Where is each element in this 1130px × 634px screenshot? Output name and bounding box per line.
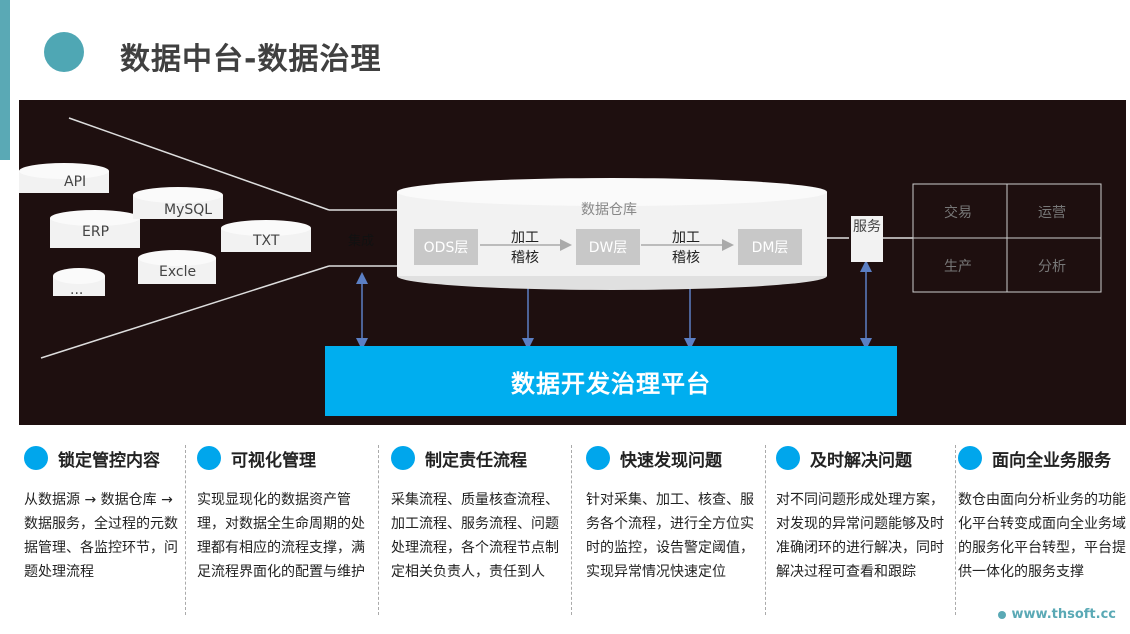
- title-dot-icon: [44, 32, 84, 72]
- bullet-dot-icon: [958, 446, 982, 470]
- column-title: 可视化管理: [231, 450, 316, 471]
- column-responsibility-process: 制定责任流程 采集流程、质量核查流程、加工流程、服务流程、问题处理流程，各个流程…: [391, 444, 565, 624]
- dw-layer: DW层: [576, 229, 640, 265]
- column-text: 数仓由面向分析业务的功能化平台转变成面向全业务域的服务化平台转型，平台提供一体化…: [958, 492, 1126, 580]
- bullet-dot-icon: [776, 446, 800, 470]
- bullet-dot-icon: [197, 446, 221, 470]
- process-1-line-2: 稽核: [511, 250, 539, 266]
- output-production: 生产: [944, 259, 972, 275]
- column-text: 实现显现化的数据资产管理，对数据全生命周期的处理都有相应的流程支撑，满足流程界面…: [197, 492, 365, 580]
- process-2-line-1: 加工: [672, 230, 700, 246]
- process-2-line-2: 稽核: [672, 250, 700, 266]
- architecture-diagram: API MySQL ERP TXT Excle ... 集成 数据仓库 ODS层…: [19, 100, 1126, 425]
- footer-dot-icon: [997, 610, 1006, 619]
- column-divider: [955, 445, 956, 615]
- source-txt: TXT: [253, 233, 280, 249]
- column-title: 快速发现问题: [620, 450, 722, 471]
- ods-layer: ODS层: [414, 229, 478, 265]
- source-erp: ERP: [82, 224, 110, 240]
- process-1: 加工 稽核: [501, 228, 549, 268]
- corner-accent-bar: [0, 0, 10, 160]
- column-text: 针对采集、加工、核查、服务各个流程，进行全方位实时的监控，设告警定阈值，实现异常…: [586, 492, 754, 580]
- column-text: 对不同问题形成处理方案，对发现的异常问题能够及时准确闭环的进行解决，同时解决过程…: [776, 492, 944, 580]
- column-divider: [378, 445, 379, 615]
- dm-layer: DM层: [738, 229, 802, 265]
- column-title: 制定责任流程: [425, 450, 527, 471]
- column-title: 锁定管控内容: [58, 450, 160, 471]
- source-mysql: MySQL: [164, 202, 213, 218]
- page-title: 数据中台-数据治理: [120, 42, 382, 77]
- column-divider: [571, 445, 572, 615]
- source-excle: Excle: [159, 264, 197, 280]
- source-api: API: [64, 174, 87, 190]
- column-divider: [765, 445, 766, 615]
- column-text: 从数据源 → 数据仓库 → 数据服务，全过程的元数据管理、各监控环节，问题处理流…: [24, 492, 178, 580]
- bullet-dot-icon: [391, 446, 415, 470]
- bullet-dot-icon: [24, 446, 48, 470]
- output-trade: 交易: [944, 205, 972, 221]
- footer-site: www.thsoft.cc: [997, 607, 1117, 622]
- warehouse-title: 数据仓库: [581, 202, 637, 218]
- column-solve-problems: 及时解决问题 对不同问题形成处理方案，对发现的异常问题能够及时准确闭环的进行解决…: [776, 444, 952, 624]
- process-2: 加工 稽核: [662, 228, 710, 268]
- output-operation: 运营: [1038, 205, 1066, 221]
- column-lock-content: 锁定管控内容 从数据源 → 数据仓库 → 数据服务，全过程的元数据管理、各监控环…: [24, 444, 180, 624]
- column-find-problems: 快速发现问题 针对采集、加工、核查、服务各个流程，进行全方位实时的监控，设告警定…: [586, 444, 760, 624]
- service-box: 服务: [851, 216, 883, 262]
- process-1-line-1: 加工: [511, 230, 539, 246]
- column-title: 及时解决问题: [810, 450, 912, 471]
- column-text: 采集流程、质量核查流程、加工流程、服务流程、问题处理流程，各个流程节点制定相关负…: [391, 492, 559, 580]
- source-more: ...: [70, 282, 84, 298]
- bullet-dot-icon: [586, 446, 610, 470]
- column-visual-management: 可视化管理 实现显现化的数据资产管理，对数据全生命周期的处理都有相应的流程支撑，…: [197, 444, 373, 624]
- column-title: 面向全业务服务: [992, 450, 1111, 471]
- footer-url: www.thsoft.cc: [1011, 607, 1117, 622]
- integration-label: 集成: [348, 234, 375, 249]
- column-divider: [185, 445, 186, 615]
- output-analysis: 分析: [1038, 259, 1066, 275]
- platform-bar: 数据开发治理平台: [325, 346, 897, 416]
- column-full-service: 面向全业务服务 数仓由面向分析业务的功能化平台转变成面向全业务域的服务化平台转型…: [958, 444, 1128, 624]
